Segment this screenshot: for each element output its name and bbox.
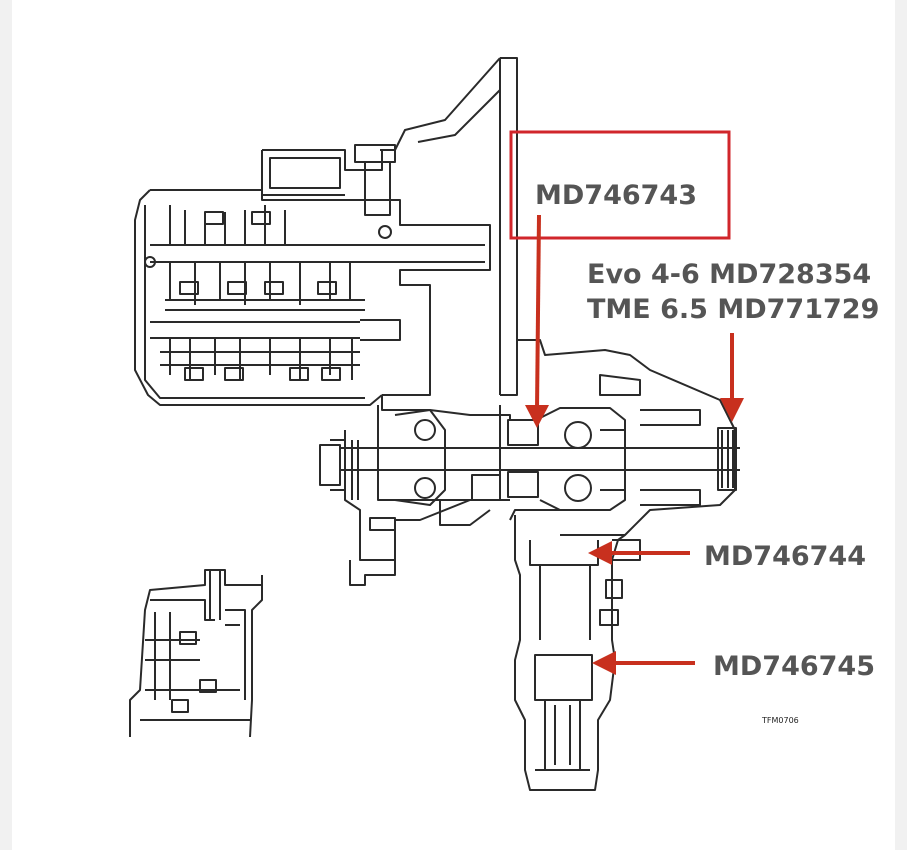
pinion-housing: [514, 515, 641, 791]
label-md746745: MD746745: [713, 651, 875, 682]
figure-code: TFM0706: [761, 716, 799, 725]
arrow-to-md728354: [720, 333, 744, 422]
centre-differential: [319, 339, 740, 586]
highlight-box: [509, 130, 731, 240]
arrow-to-md746744: [588, 541, 690, 565]
label-evo-md728354: Evo 4-6 MD728354: [587, 259, 871, 290]
label-md746743: MD746743: [535, 180, 697, 211]
arrow-to-md746743: [525, 214, 549, 428]
arrow-to-md746745: [592, 651, 695, 675]
diagram-frame: [12, 0, 895, 850]
inset-detail: [129, 569, 263, 738]
label-tme-md771729: TME 6.5 MD771729: [587, 294, 879, 325]
label-md746744: MD746744: [704, 541, 866, 572]
transmission-housing: [134, 57, 518, 406]
